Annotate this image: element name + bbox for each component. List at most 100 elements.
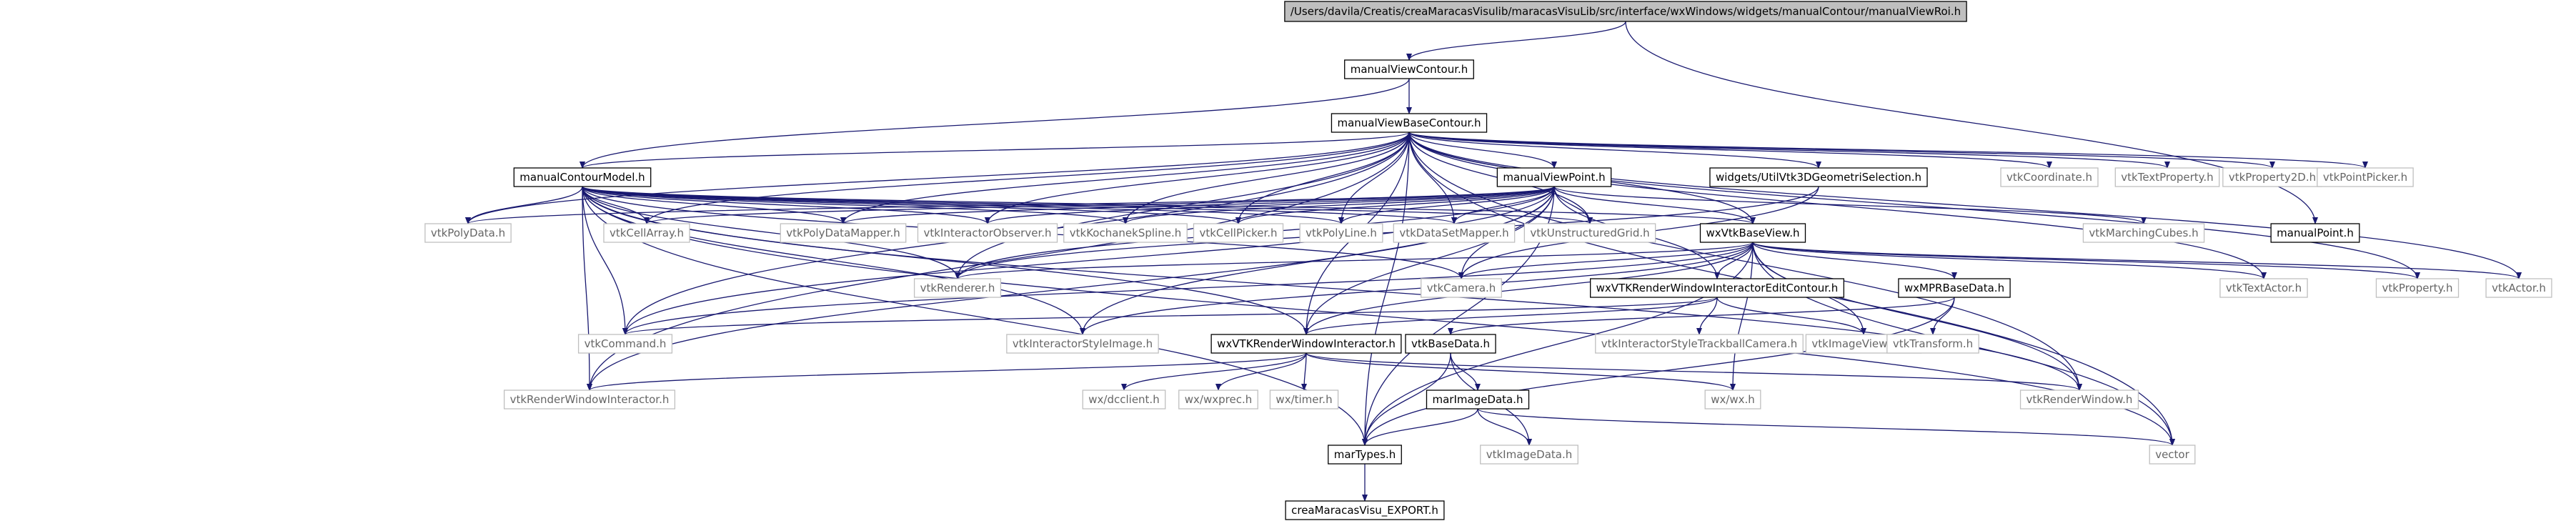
node-box [1178,389,1258,410]
node-vtkinteractorstyletrackballcamera-h: vtkInteractorStyleTrackballCamera.h [1595,334,1804,354]
edge-mvp-to-vpdm [840,186,1555,224]
edge-mvc-to-mcm [580,78,1410,169]
node-box [1405,334,1496,354]
node-label: manualContourModel.h [519,171,645,184]
node-vtkactor-h: vtkActor.h [2485,278,2552,298]
edge-vbd-to-mid [1450,352,1481,391]
edge-mvp-to-vug [1553,186,1593,224]
node-label: vtkRenderWindowInteractor.h [510,393,670,406]
node-box [913,278,1002,298]
edge-mid-to-vector [1477,408,2175,446]
node-wx-wx-h: wx/wx.h [1704,389,1761,410]
node-label: wx/wxprec.h [1185,393,1252,406]
edge-wxvbv-to-wxwx [1730,242,1754,391]
node-box [1699,223,1806,243]
node-label: manualViewBaseContour.h [1337,116,1481,129]
node-label: vtkCommand.h [585,337,667,350]
node-label: vtkTextActor.h [2226,282,2302,294]
edge-wxrwi-to-vrwi [587,352,1307,391]
node-box [1285,500,1445,520]
node-label: vtkInteractorObserver.h [923,227,1051,239]
node-box [2114,167,2220,187]
edge-mvp-to-vks [1123,186,1555,224]
node-label: widgets/UtilVtk3DGeometriSelection.h [1716,171,1921,184]
node-label: vtkRenderer.h [920,282,995,294]
edge-wxvbv-to-wxmpr [1752,242,1957,279]
node-users-davila-creatis-creamaracasvisulib-maracasvisulib-src-interface-wxwindows-widgets-manualcontour-manualviewroi-h[interactable]: /Users/davila/Creatis/creaMaracasVisulib… [1284,1,1967,22]
node-wxvtkrenderwindowinteractoreditcontour-h[interactable]: wxVTKRenderWindowInteractorEditContour.h [1590,278,1844,298]
node-box [1269,389,1339,410]
node-box [1328,445,1402,465]
node-martypes-h[interactable]: marTypes.h [1328,445,1402,465]
edge-mcm-to-vren [582,186,960,279]
node-creamaracasvisu-export-h[interactable]: creaMaracasVisu_EXPORT.h [1285,500,1445,520]
edge-mvbc-to-vks [1123,132,1410,224]
node-label: vector [2155,448,2189,461]
node-label: vtkPolyLine.h [1306,227,1377,239]
edge-mid-to-mt [1362,408,1478,446]
node-label: marImageData.h [1432,393,1523,406]
node-label: wxVTKRenderWindowInteractor.h [1217,337,1396,350]
node-box [1480,445,1578,465]
node-vtkcamera-h: vtkCamera.h [1421,278,1502,298]
node-manualpoint-h[interactable]: manualPoint.h [2270,223,2360,243]
node-wxvtkrenderwindowinteractor-h[interactable]: wxVTKRenderWindowInteractor.h [1210,334,1402,354]
node-vtkcoordinate-h: vtkCoordinate.h [2000,167,2099,187]
edge-root-to-mvc [1406,21,1626,61]
node-box [1709,167,1928,187]
node-label: vtkActor.h [2492,282,2546,294]
edge-wxrwiec-to-vcmd [622,297,1718,335]
node-vtkdatasetmapper-h: vtkDataSetMapper.h [1393,223,1516,243]
edge-mcm-to-vks [582,186,1128,224]
node-vtkrenderwindow-h: vtkRenderWindow.h [2019,389,2139,410]
node-manualcontourmodel-h[interactable]: manualContourModel.h [513,167,652,187]
edge-wxrwiec-to-wxrwi [1303,297,1718,335]
node-box [1426,389,1530,410]
edge-mvp-to-vcmd [622,186,1555,335]
node-box [513,167,652,187]
edge-mvbc-to-vrw [1408,132,2082,391]
node-label: wxVtkBaseView.h [1706,227,1800,239]
node-vtkproperty-h: vtkProperty.h [2375,278,2460,298]
node-box [2149,445,2196,465]
node-label: vtkDataSetMapper.h [1399,227,1508,239]
node-vtkbasedata-h[interactable]: vtkBaseData.h [1405,334,1496,354]
node-label: vtkPointPicker.h [2323,171,2407,184]
node-manualviewcontour-h[interactable]: manualViewContour.h [1344,59,1474,79]
edge-mvbc-to-vca [644,132,1410,224]
node-label: vtkTextProperty.h [2121,171,2213,184]
node-box [2375,278,2460,298]
node-label: vtkBaseData.h [1411,337,1490,350]
node-label: wxMPRBaseData.h [1904,282,2004,294]
node-box [2082,223,2205,243]
edge-wxvbv-to-vren [955,242,1754,279]
node-vtkpointpicker-h: vtkPointPicker.h [2317,167,2414,187]
edge-mcm-to-vpd [465,186,583,224]
node-label: wxVTKRenderWindowInteractorEditContour.h [1596,282,1839,294]
node-label: vtkCellArray.h [610,227,684,239]
edge-mvbc-to-vactor [1408,132,2522,279]
node-widgets-utilvtk3dgeometriselection-h[interactable]: widgets/UtilVtk3DGeometriSelection.h [1709,167,1928,187]
node-manualviewbasecontour-h[interactable]: manualViewBaseContour.h [1331,113,1488,133]
edge-mvbc-to-vtextp [1408,132,2170,169]
node-vtkrenderwindowinteractor-h: vtkRenderWindowInteractor.h [503,389,676,410]
node-box [1421,278,1502,298]
node-label: manualViewPoint.h [1503,171,1605,184]
edge-root-to-mp [1625,21,2318,224]
node-marimagedata-h[interactable]: marImageData.h [1426,389,1530,410]
node-vtkpolyline-h: vtkPolyLine.h [1299,223,1383,243]
node-wxmprbasedata-h[interactable]: wxMPRBaseData.h [1898,278,2011,298]
node-box [1284,1,1967,22]
edge-mvbc-to-vpl [1338,132,1410,224]
edge-vbd-to-mt [1362,352,1451,446]
node-manualviewpoint-h[interactable]: manualViewPoint.h [1496,167,1612,187]
node-vtkrenderer-h: vtkRenderer.h [913,278,1002,298]
node-box [2485,278,2552,298]
edge-wxvbv-to-vactor [1752,242,2522,279]
edge-mvbc-to-vcoord [1408,132,2052,169]
node-vtkpolydata-h: vtkPolyData.h [424,223,512,243]
edge-wxvbv-to-vprop [1752,242,2420,279]
node-wxvtkbaseview-h[interactable]: wxVtkBaseView.h [1699,223,1806,243]
edge-wxvbv-to-wxrwi [1303,242,1754,335]
node-box [577,334,673,354]
